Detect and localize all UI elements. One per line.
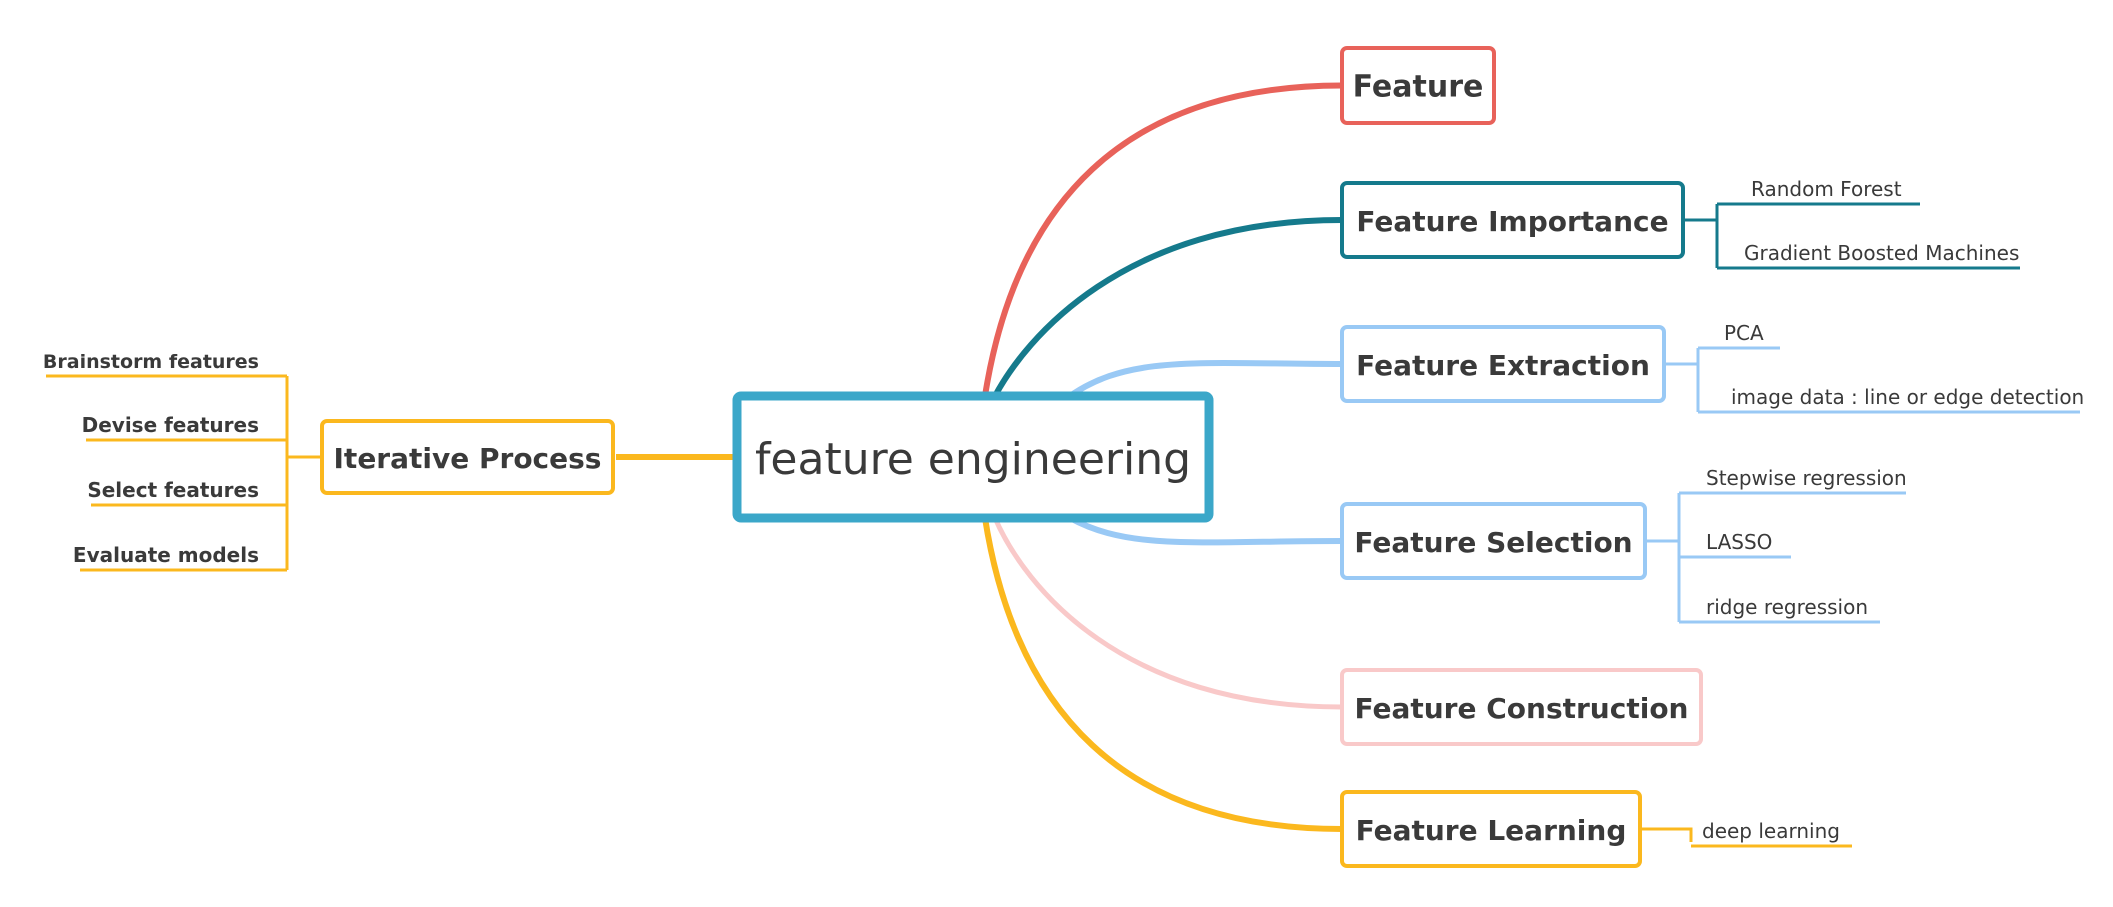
leaf-selection-0[interactable]: Stepwise regression bbox=[1706, 466, 1907, 490]
central-node[interactable] bbox=[732, 391, 1214, 523]
branch-feature[interactable] bbox=[1340, 46, 1496, 125]
leaf-iterative-0[interactable]: Brainstorm features bbox=[43, 351, 259, 373]
branch-learning-label: Feature Learning bbox=[1356, 814, 1627, 847]
branch-construction[interactable] bbox=[1340, 668, 1703, 746]
branch-iterative-process-label: Iterative Process bbox=[334, 442, 602, 475]
leaf-selection-2[interactable]: ridge regression bbox=[1706, 595, 1868, 619]
leaf-extraction-1[interactable]: image data : line or edge detection bbox=[1731, 385, 2084, 409]
central-node-label: feature engineering bbox=[755, 434, 1191, 485]
leaf-importance-1[interactable]: Gradient Boosted Machines bbox=[1744, 241, 2019, 265]
leaf-iterative-1[interactable]: Devise features bbox=[82, 413, 259, 437]
leaf-importance-0[interactable]: Random Forest bbox=[1751, 177, 1902, 201]
branch-feature-label: Feature bbox=[1353, 70, 1484, 105]
connector-construction bbox=[992, 515, 1345, 710]
leaf-iterative-2[interactable]: Select features bbox=[87, 478, 259, 502]
leaf-extraction-0[interactable]: PCA bbox=[1724, 321, 1764, 345]
leaf-selection-1[interactable]: LASSO bbox=[1706, 530, 1772, 554]
branch-construction-label: Feature Construction bbox=[1354, 692, 1688, 725]
connector-feature bbox=[982, 82, 1345, 399]
branch-extraction-label: Feature Extraction bbox=[1356, 349, 1650, 382]
leaf-iterative-3[interactable]: Evaluate models bbox=[73, 543, 259, 567]
branch-importance-label: Feature Importance bbox=[1356, 205, 1668, 238]
leaf-bracket-learning bbox=[1640, 827, 1693, 842]
connector-importance bbox=[992, 217, 1345, 399]
connector-learning bbox=[982, 515, 1345, 832]
connector-extraction bbox=[1067, 359, 1345, 399]
connector-selection bbox=[1067, 515, 1345, 546]
branch-selection-label: Feature Selection bbox=[1354, 526, 1632, 559]
leaf-learning-0[interactable]: deep learning bbox=[1702, 819, 1840, 843]
